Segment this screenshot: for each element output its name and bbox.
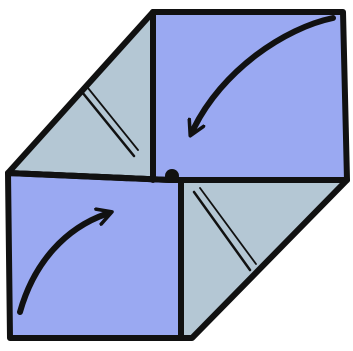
top-right-square [153, 12, 347, 180]
bottom-left-square [8, 173, 181, 338]
bottom-right-flap [181, 180, 347, 338]
center-point-dot [165, 169, 179, 183]
top-left-flap [8, 12, 170, 180]
